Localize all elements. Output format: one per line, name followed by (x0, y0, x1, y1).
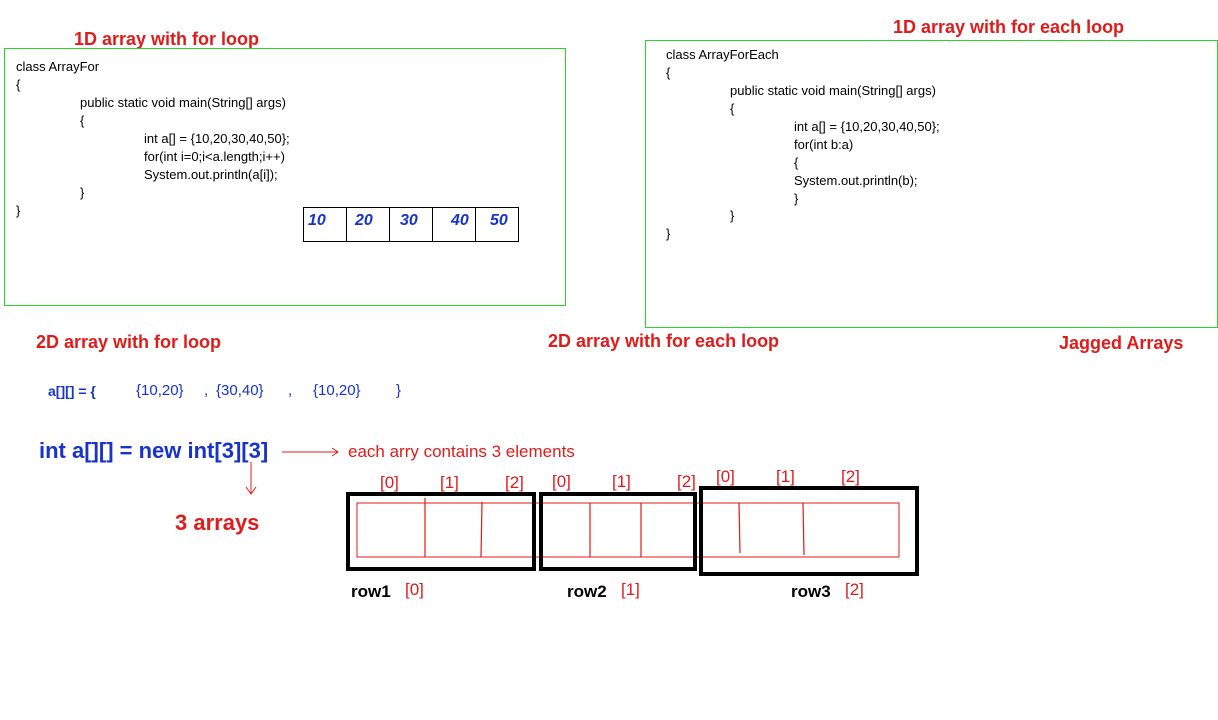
code-line: } (80, 185, 85, 200)
annotation-arrays: 3 arrays (175, 510, 260, 535)
annotation-elements: each arry contains 3 elements (348, 442, 575, 461)
twod-literal-lhs: a[][] = { (48, 383, 96, 399)
twod-literal-group: {10,20} (136, 382, 184, 399)
declaration: int a[][] = new int[3][3] (39, 438, 269, 463)
code-line: int a[] = {10,20,30,40,50}; (144, 131, 290, 146)
code-line: for(int b:a) (794, 137, 854, 152)
code-box-for (4, 48, 566, 306)
row-box-3 (699, 486, 919, 576)
code-line: { (730, 101, 735, 116)
arrow-right-head (331, 447, 339, 457)
code-line: } (794, 191, 799, 206)
code-line: System.out.println(b); (794, 173, 918, 188)
code-line: int a[] = {10,20,30,40,50}; (794, 119, 940, 134)
heading-1d-for: 1D array with for loop (74, 29, 260, 49)
row-box-1 (346, 492, 536, 571)
code-line: { (794, 155, 799, 170)
col-index: [2] (677, 472, 696, 491)
code-line: class ArrayFor (16, 59, 100, 74)
heading-jagged-arrays: Jagged Arrays (1059, 333, 1184, 353)
heading-1d-foreach: 1D array with for each loop (893, 17, 1125, 37)
cell-divider (738, 502, 741, 554)
col-index: [1] (776, 467, 795, 486)
row-box-2 (539, 492, 697, 571)
array-cell: 50 (475, 207, 519, 242)
twod-literal-group: {30,40} (216, 382, 264, 399)
heading-2d-foreach: 2D array with for each loop (548, 331, 780, 351)
twod-literal-sep: , (204, 382, 209, 399)
twod-literal-group: {10,20} (313, 382, 361, 399)
code-line: { (16, 77, 21, 92)
twod-literal-close: } (396, 382, 402, 399)
code-line: System.out.println(a[i]); (144, 167, 278, 182)
code-line: { (666, 65, 671, 80)
code-line: } (16, 203, 21, 218)
code-line: public static void main(String[] args) (730, 83, 936, 98)
row-label: row2 (567, 582, 607, 601)
array-cells: 10 20 30 40 50 (303, 207, 519, 242)
code-line: public static void main(String[] args) (80, 95, 286, 110)
code-line: } (666, 226, 671, 241)
twod-literal-sep: , (288, 382, 293, 399)
cell-divider (802, 502, 805, 556)
col-index: [0] (716, 467, 735, 486)
code-line: { (80, 113, 85, 128)
row-index: [0] (405, 580, 424, 599)
row-index: [1] (621, 580, 640, 599)
col-index: [2] (841, 467, 860, 486)
col-index: [1] (440, 473, 459, 492)
code-line: for(int i=0;i<a.length;i++) (144, 149, 285, 164)
code-line: class ArrayForEach (666, 47, 779, 62)
col-index: [1] (612, 472, 631, 491)
col-index: [0] (380, 473, 399, 492)
row-label: row1 (351, 582, 391, 601)
row-label: row3 (791, 582, 831, 601)
arrow-down-head (245, 486, 257, 495)
row-index: [2] (845, 580, 864, 599)
cell-divider (480, 501, 483, 558)
col-index: [2] (505, 473, 524, 492)
code-line: } (730, 208, 735, 223)
heading-2d-for: 2D array with for loop (36, 332, 222, 352)
grid-strip (356, 502, 900, 558)
col-index: [0] (552, 472, 571, 491)
